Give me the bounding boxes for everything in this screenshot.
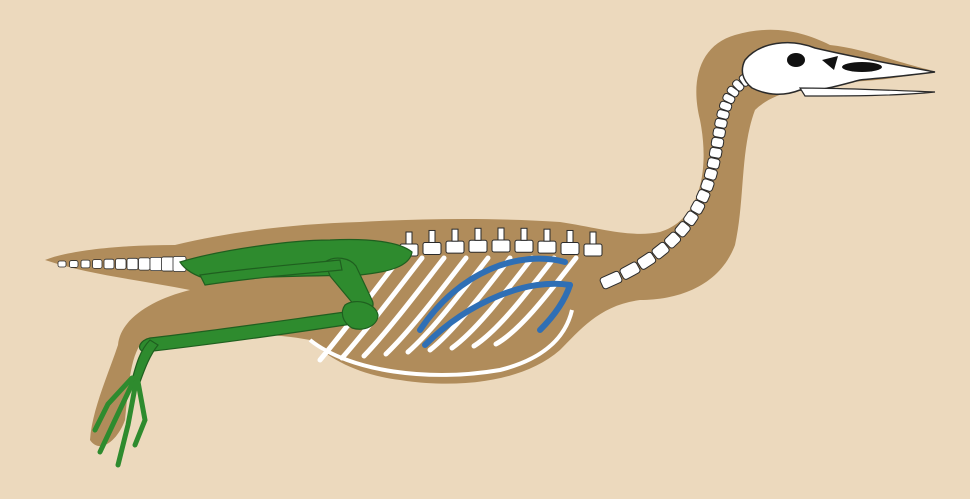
caudal-vertebra — [58, 261, 66, 267]
caudal-vertebra — [70, 261, 79, 268]
cervical-vertebra — [709, 147, 723, 159]
neural-spine — [406, 232, 412, 244]
caudal-vertebra — [104, 259, 114, 269]
orbit — [787, 53, 805, 67]
dorsal-vertebra — [423, 242, 441, 254]
neural-spine — [452, 229, 458, 241]
caudal-vertebra — [116, 259, 127, 270]
cervical-vertebra — [711, 137, 724, 148]
neural-spine — [429, 230, 435, 242]
neural-spine — [567, 230, 573, 242]
dorsal-vertebra — [538, 241, 556, 253]
dorsal-vertebra — [446, 241, 464, 253]
dorsal-vertebra — [584, 244, 602, 256]
neural-spine — [521, 228, 527, 240]
dorsal-vertebra — [469, 240, 487, 252]
dorsal-vertebra — [492, 240, 510, 252]
cervical-vertebra — [713, 127, 726, 138]
caudal-vertebra — [127, 258, 138, 269]
naris-opening — [842, 62, 882, 72]
dorsal-vertebrae — [400, 228, 602, 256]
neural-spine — [475, 228, 481, 240]
dorsal-vertebra — [515, 240, 533, 252]
caudal-vertebra — [93, 260, 103, 269]
neural-spine — [590, 232, 596, 244]
dorsal-vertebra — [561, 242, 579, 254]
cervical-vertebra — [714, 118, 727, 129]
caudal-vertebra — [81, 260, 90, 268]
caudal-vertebra — [150, 257, 162, 270]
caudal-vertebra — [139, 258, 151, 270]
caudal-vertebra — [162, 257, 175, 271]
neural-spine — [498, 228, 504, 240]
neural-spine — [544, 229, 550, 241]
